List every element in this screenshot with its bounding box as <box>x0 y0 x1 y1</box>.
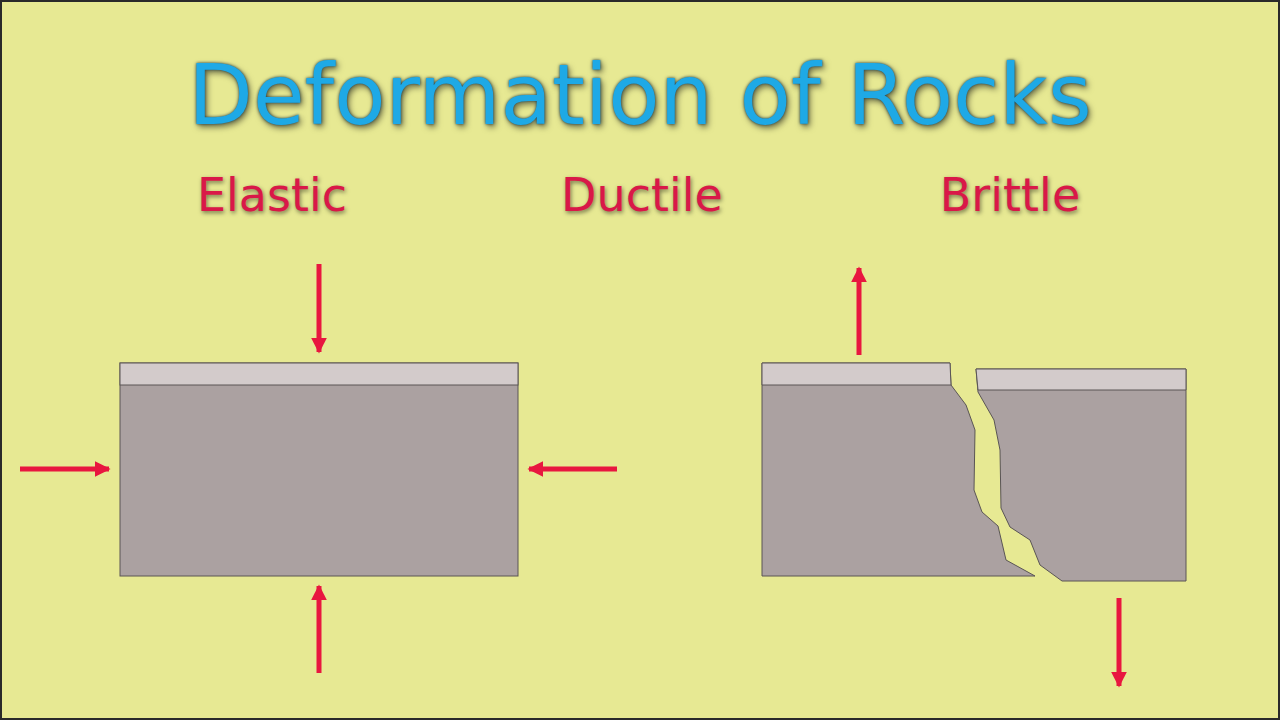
stress-arrow <box>317 264 322 352</box>
stress-arrow <box>529 467 617 472</box>
rock-layer <box>976 369 1186 390</box>
rock-block <box>120 363 518 576</box>
stress-arrow <box>1117 598 1122 686</box>
deformation-label: Elastic <box>197 168 347 222</box>
deformation-label: Brittle <box>940 168 1080 222</box>
stress-arrow <box>20 467 109 472</box>
stress-arrows <box>20 264 1119 686</box>
rock-fragment <box>976 369 1186 581</box>
stress-arrow <box>857 268 862 355</box>
rock-layer <box>762 363 951 385</box>
diagram-title: Deformation of Rocks <box>188 46 1092 144</box>
deformation-label: Ductile <box>561 168 723 222</box>
stress-arrow <box>317 586 322 673</box>
rock-layer <box>120 363 518 385</box>
